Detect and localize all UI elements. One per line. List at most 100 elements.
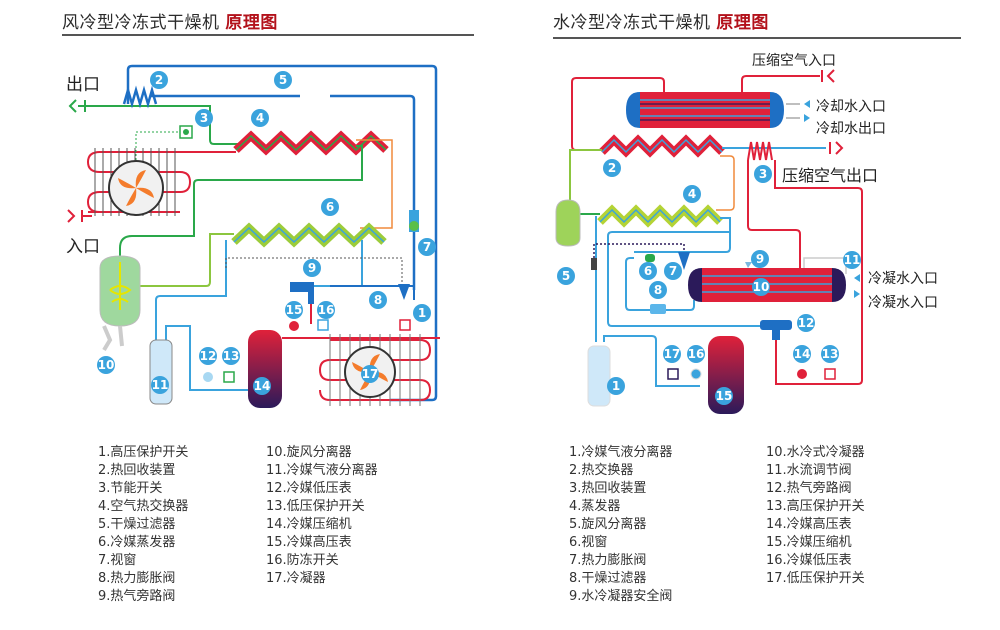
left-schematic: 1 2 3 4 5 6 7 8 9 10 11 12 13 14 15 16 1… xyxy=(67,64,440,408)
left-badge-2: 2 xyxy=(150,71,168,89)
legend-item: 2.热交换器 xyxy=(569,463,634,478)
svg-text:4: 4 xyxy=(688,187,696,201)
left-legend-col2: 10.旋风分离器 11.冷媒气液分离器 12.冷媒低压表 13.低压保护开关 1… xyxy=(266,444,378,588)
left-badge-3: 3 xyxy=(195,109,213,127)
left-switch-line xyxy=(135,131,182,160)
legend-item: 3.节能开关 xyxy=(98,481,163,496)
right-badge-3: 3 xyxy=(754,165,772,183)
left-pipe-lightgreen xyxy=(138,233,234,287)
right-heat-recovery-coil xyxy=(747,141,773,161)
right-badge-10: 10 xyxy=(752,278,770,296)
left-pipe-comp-in xyxy=(165,325,248,391)
svg-text:6: 6 xyxy=(326,200,334,214)
left-pipe-filter-down xyxy=(330,94,416,290)
left-bypass-valve-icon xyxy=(290,282,314,292)
right-cooling-water-in-label: 冷却水入口 xyxy=(816,99,886,115)
left-pipe-green-mid xyxy=(119,145,363,262)
svg-text:13: 13 xyxy=(822,347,839,361)
left-badge-6: 6 xyxy=(321,198,339,216)
right-air-inlet-label: 压缩空气入口 xyxy=(752,53,836,69)
right-condensing-water-in-2-label: 冷凝水入口 xyxy=(868,295,938,311)
right-cyclone-separator xyxy=(555,199,581,247)
right-badge-1: 1 xyxy=(607,377,625,395)
legend-item: 4.空气热交换器 xyxy=(98,499,189,514)
right-pipe-evap-out xyxy=(634,217,731,253)
right-outlet-arrow-icon xyxy=(835,141,844,155)
legend-item: 11.水流调节阀 xyxy=(766,463,852,478)
legend-item: 11.冷媒气液分离器 xyxy=(266,463,378,478)
right-title-main: 水冷型冷冻式干燥机 xyxy=(553,13,711,33)
right-diagram-title: 水冷型冷冻式干燥机 原理图 xyxy=(553,8,769,33)
right-top-shell-exchanger xyxy=(640,92,770,128)
right-low-pressure-gauge xyxy=(690,368,702,380)
left-heat-recovery-coil xyxy=(122,85,158,109)
legend-item: 4.蒸发器 xyxy=(569,499,621,514)
legend-item: 8.热力膨胀阀 xyxy=(98,571,176,586)
legend-item: 8.干燥过滤器 xyxy=(569,571,647,586)
left-pipe-evap-out xyxy=(314,240,363,287)
right-pipe-air-in xyxy=(741,75,820,108)
left-compressor xyxy=(248,330,282,408)
right-badge-11: 11 xyxy=(843,251,861,269)
svg-text:2: 2 xyxy=(155,73,163,87)
left-sensor-line xyxy=(225,257,403,285)
legend-item: 1.高压保护开关 xyxy=(98,445,189,460)
svg-text:6: 6 xyxy=(644,264,652,278)
left-pipe-suction xyxy=(155,240,227,340)
legend-item: 7.热力膨胀阀 xyxy=(569,553,647,568)
left-badge-10: 10 xyxy=(97,356,115,374)
right-gas-liquid-separator xyxy=(587,345,611,407)
svg-text:15: 15 xyxy=(716,389,733,403)
legend-item: 17.冷凝器 xyxy=(266,571,326,586)
svg-text:4: 4 xyxy=(256,111,264,125)
left-pipe-orange xyxy=(356,139,393,229)
left-title-rule xyxy=(62,34,474,36)
svg-text:17: 17 xyxy=(362,367,379,381)
right-legend-col1: 1.冷媒气液分离器 2.热交换器 3.热回收装置 4.蒸发器 5.旋风分离器 6… xyxy=(569,444,672,606)
right-title-highlight: 原理图 xyxy=(716,13,769,33)
left-outlet-label: 出口 xyxy=(66,75,100,95)
legend-item: 12.热气旁路阀 xyxy=(766,481,852,496)
svg-text:9: 9 xyxy=(308,261,316,275)
legend-item: 13.高压保护开关 xyxy=(766,499,865,514)
left-gas-liquid-separator xyxy=(149,339,173,405)
svg-text:2: 2 xyxy=(608,161,616,175)
right-condenser-endcap-left xyxy=(688,268,702,302)
svg-text:1: 1 xyxy=(418,306,426,320)
left-bypass-valve-stem xyxy=(308,290,314,304)
svg-text:3: 3 xyxy=(200,111,208,125)
left-antifreeze-switch xyxy=(317,319,329,331)
legend-item: 16.冷媒低压表 xyxy=(766,553,852,568)
right-condensing-in2-arrow-icon xyxy=(854,290,860,298)
left-inlet-label: 入口 xyxy=(66,237,100,257)
svg-text:7: 7 xyxy=(423,240,431,254)
right-cooling-water-ports xyxy=(786,103,800,119)
svg-text:13: 13 xyxy=(223,349,240,363)
right-cooling-water-out-label: 冷却水出口 xyxy=(816,121,886,137)
left-badge-12: 12 xyxy=(199,347,217,365)
legend-item: 14.冷媒高压表 xyxy=(766,517,852,532)
right-top-shell-endcap-left xyxy=(626,92,640,128)
right-pipe-green xyxy=(569,149,602,210)
right-badge-15: 15 xyxy=(715,387,733,405)
svg-text:5: 5 xyxy=(279,73,287,87)
svg-text:10: 10 xyxy=(98,358,115,372)
svg-text:16: 16 xyxy=(688,347,705,361)
left-badge-1: 1 xyxy=(413,304,431,322)
svg-text:10: 10 xyxy=(753,280,770,294)
left-pipe-outlet xyxy=(78,105,240,145)
left-badge-16: 16 xyxy=(317,301,335,319)
left-condenser-coils xyxy=(318,339,432,401)
left-fan-blades xyxy=(118,170,154,206)
legend-item: 10.旋风分离器 xyxy=(266,445,352,460)
left-badge-14: 14 xyxy=(253,377,271,395)
legend-item: 5.干燥过滤器 xyxy=(98,517,176,532)
left-inlet-arrow-icon xyxy=(67,209,76,223)
left-drain-icon xyxy=(102,325,124,352)
left-badge-7: 7 xyxy=(418,238,436,256)
right-heat-exchanger-inner xyxy=(601,138,723,154)
svg-text:7: 7 xyxy=(669,264,677,278)
right-bypass-valve-icon xyxy=(760,320,792,330)
right-badge-4: 4 xyxy=(683,185,701,203)
